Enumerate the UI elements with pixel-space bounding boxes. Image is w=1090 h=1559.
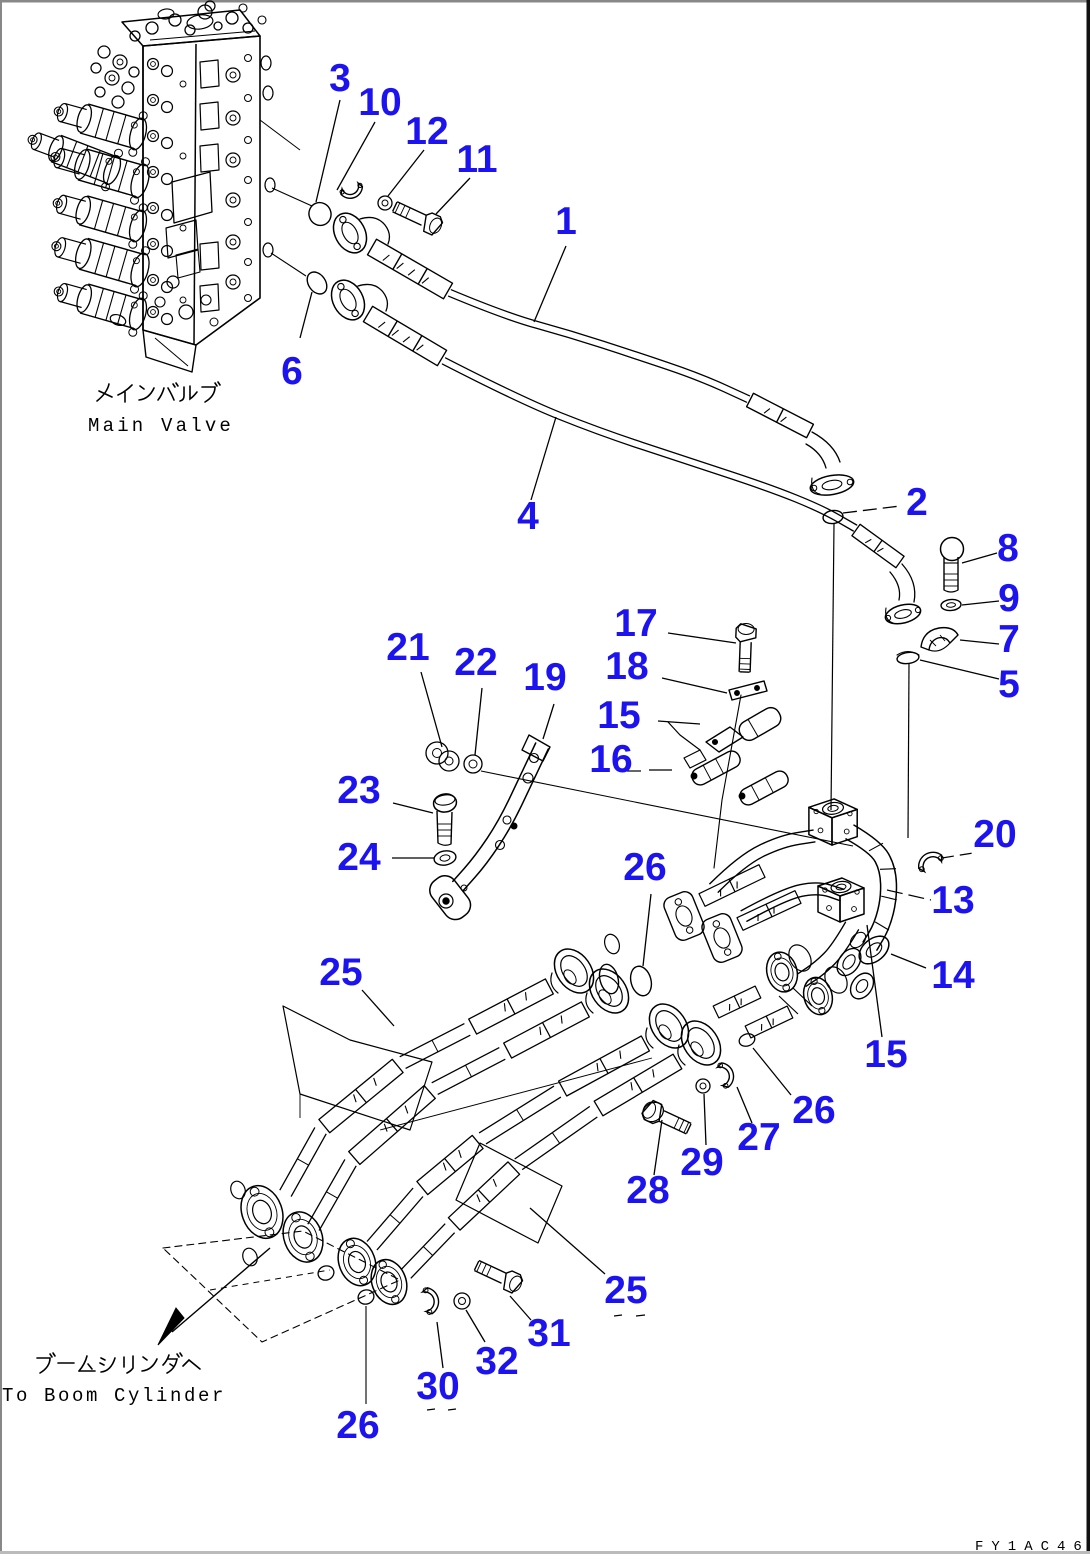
svg-text:20: 20 (973, 813, 1016, 856)
svg-text:29: 29 (680, 1141, 723, 1184)
svg-text:To Boom Cylinder: To Boom Cylinder (2, 1385, 226, 1407)
svg-text:6: 6 (281, 350, 303, 393)
svg-text:10: 10 (358, 81, 401, 124)
svg-text:FY1AC46: FY1AC46 (975, 1539, 1090, 1554)
svg-text:4: 4 (517, 495, 539, 538)
svg-text:22: 22 (454, 641, 497, 684)
svg-text:23: 23 (337, 769, 380, 812)
svg-text:8: 8 (997, 527, 1019, 570)
svg-text:32: 32 (475, 1340, 518, 1383)
svg-text:16: 16 (589, 738, 632, 781)
svg-text:25: 25 (604, 1269, 647, 1312)
svg-text:7: 7 (998, 618, 1020, 661)
svg-text:15: 15 (597, 694, 640, 737)
svg-text:1: 1 (555, 200, 577, 243)
svg-text:27: 27 (737, 1116, 780, 1159)
svg-text:25: 25 (319, 951, 362, 994)
svg-text:30: 30 (416, 1365, 459, 1408)
svg-text:3: 3 (329, 57, 351, 100)
svg-text:Main Valve: Main Valve (88, 415, 234, 437)
svg-text:5: 5 (998, 663, 1020, 706)
svg-text:2: 2 (906, 481, 928, 524)
svg-text:26: 26 (336, 1404, 379, 1447)
svg-text:18: 18 (605, 645, 648, 688)
svg-text:26: 26 (792, 1089, 835, 1132)
svg-text:26: 26 (623, 846, 666, 889)
svg-text:13: 13 (931, 879, 974, 922)
svg-text:17: 17 (614, 602, 657, 645)
svg-text:14: 14 (931, 954, 975, 997)
svg-text:11: 11 (456, 138, 497, 181)
svg-text:19: 19 (523, 656, 566, 699)
svg-text:24: 24 (337, 836, 381, 879)
svg-text:21: 21 (386, 626, 429, 669)
svg-text:28: 28 (626, 1169, 669, 1212)
svg-text:15: 15 (864, 1033, 907, 1076)
svg-text:9: 9 (998, 577, 1020, 620)
svg-text:31: 31 (527, 1312, 570, 1355)
svg-text:12: 12 (405, 110, 448, 153)
